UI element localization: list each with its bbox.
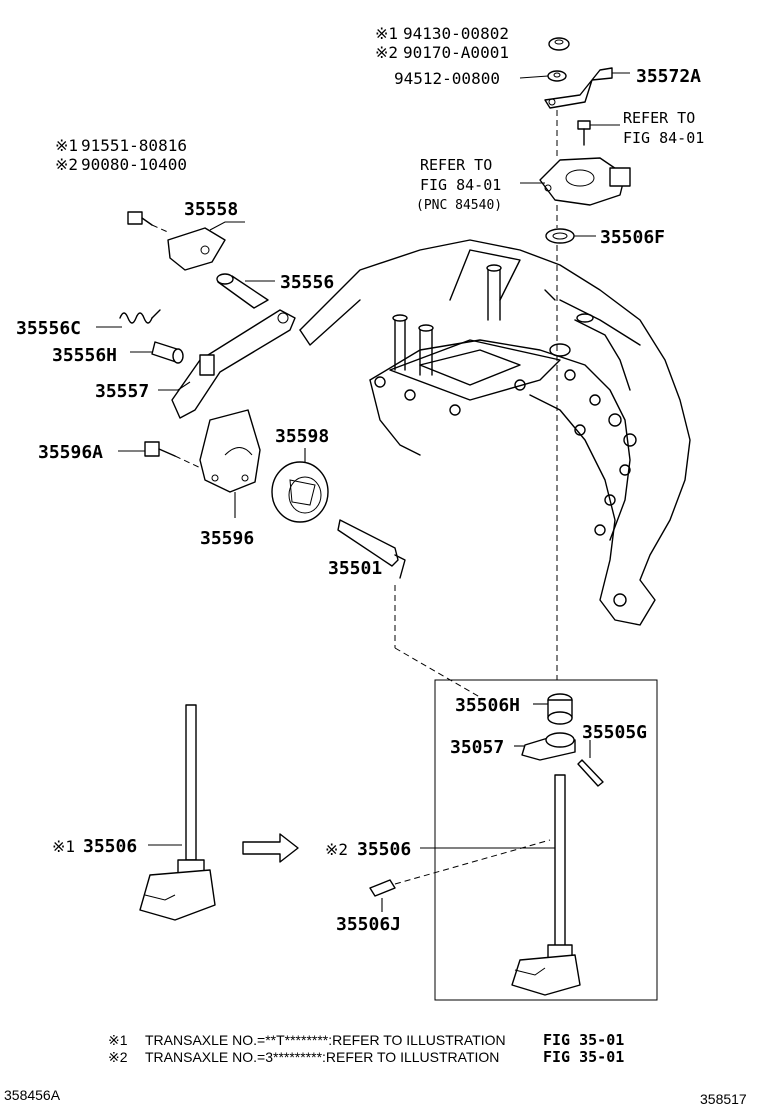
collar-35057-icon [521,732,576,761]
note-1-ref: FIG 35-01 [543,1031,624,1049]
bolt-35596A-icon [144,441,176,457]
spring-35556C-icon [119,309,161,324]
note-1-text: TRANSAXLE NO.=**T********:REFER TO ILLUS… [145,1032,506,1048]
mark-1-shaft: ※1 [52,837,75,856]
mark-1: ※1 [375,24,398,43]
label-35506-left: 35506 [83,836,137,857]
pin-35556-icon [216,273,269,309]
label-35506J: 35506J [336,914,401,935]
shaft-35506-left-icon [139,704,216,921]
illustration-code-right: 358517 [700,1091,747,1107]
detent-plate-35598-icon [271,461,329,523]
note-2-text: TRANSAXLE NO.=3*********:REFER TO ILLUST… [145,1049,499,1065]
rod-35501-icon [337,519,406,579]
label-35057: 35057 [450,737,504,758]
label-35556: 35556 [280,272,334,293]
label-91551-80816: 91551-80816 [81,136,187,155]
neutral-start-switch-icon [539,157,631,206]
label-35572A: 35572A [636,66,701,87]
label-90170-A0001: 90170-A0001 [403,43,509,62]
pin-35505G-icon [577,759,604,787]
note-1-mark: ※1 [108,1032,128,1048]
mark-2-left: ※2 [55,155,78,174]
illustration-code-left: 358456A [4,1087,61,1103]
label-35598: 35598 [275,426,329,447]
fig-84-01-1: FIG 84-01 [623,129,704,147]
lever-35557-icon [171,309,296,419]
fig-84-01-2: FIG 84-01 [420,176,501,194]
nut-94130-icon [548,37,570,51]
label-35501: 35501 [328,558,382,579]
pin-35506J-icon [369,879,396,897]
mark-2: ※2 [375,43,398,62]
detent-spring-35558-icon [167,227,226,271]
bolt-91551-icon [127,211,153,226]
label-35596A: 35596A [38,442,103,463]
bushing-35506H-icon [547,693,573,725]
label-35506F: 35506F [600,227,665,248]
label-35505G: 35505G [582,722,647,743]
label-35596: 35596 [200,528,254,549]
label-35556H: 35556H [52,345,117,366]
label-35557: 35557 [95,381,149,402]
note-2-ref: FIG 35-01 [543,1048,624,1066]
shift-lever-35572A-icon [544,67,613,109]
label-94512-00800: 94512-00800 [394,69,500,88]
label-35506-right: 35506 [357,839,411,860]
pin-35556H-icon [151,341,184,364]
pnc-84540: (PNC 84540) [416,198,502,213]
label-35556C: 35556C [16,318,81,339]
label-90080-10400: 90080-10400 [81,155,187,174]
refer-to-1: REFER TO [623,109,695,127]
transaxle-case-drawing [299,239,691,626]
arrow-right-icon [242,833,299,863]
refer-to-2: REFER TO [420,156,492,174]
oil-seal-35506F-icon [545,228,575,244]
mark-2-shaft: ※2 [325,840,348,859]
plate-35596-icon [199,409,261,493]
note-2-mark: ※2 [108,1049,128,1065]
label-94130-00802: 94130-00802 [403,24,509,43]
label-35558: 35558 [184,199,238,220]
washer-94512-icon [547,70,567,82]
shaft-35506-right-icon [511,774,581,996]
bolt-icon [577,120,591,146]
detail-inset-box [434,679,658,1001]
mark-1-left: ※1 [55,136,78,155]
label-35506H: 35506H [455,695,520,716]
